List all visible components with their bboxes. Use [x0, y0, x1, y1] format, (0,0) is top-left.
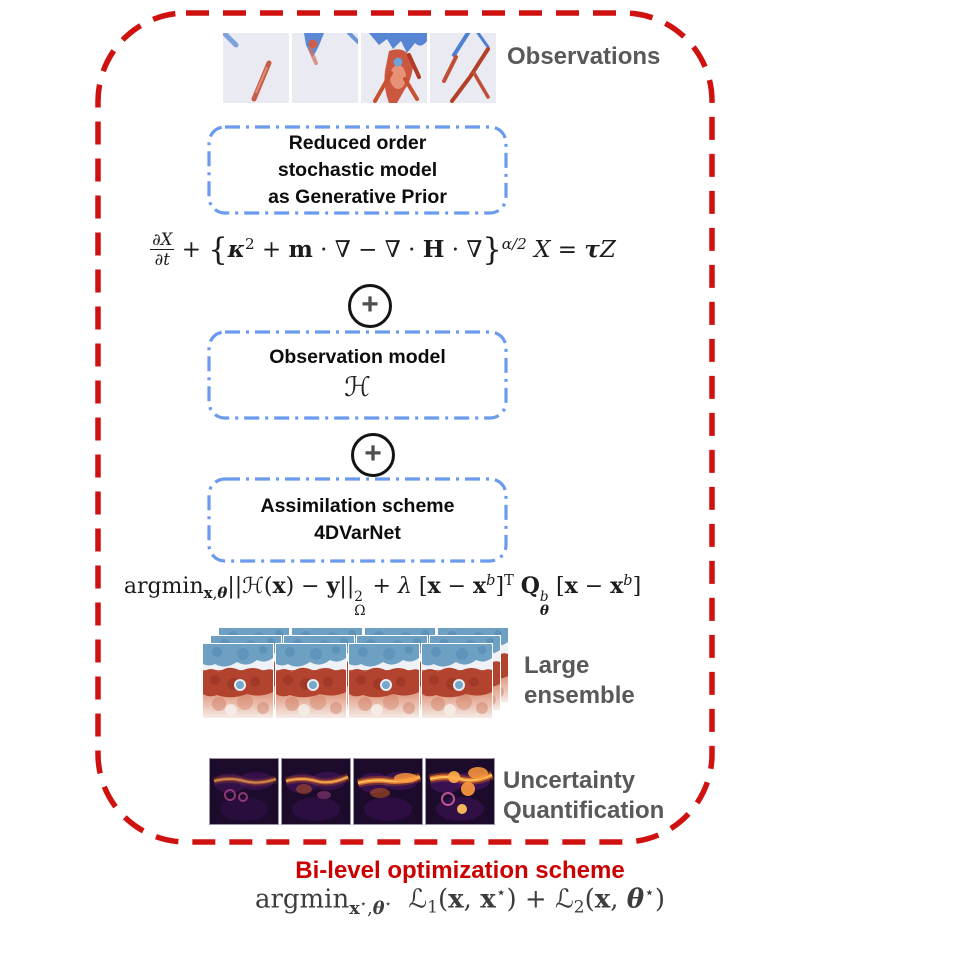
- bilevel-equation: argminx⋆,θ⋆ ℒ1(x, x⋆) + ℒ2(x, θ⋆): [254, 883, 666, 919]
- ensemble-stack-4: [421, 627, 511, 722]
- ensemble-stack-1: [202, 627, 292, 722]
- bilevel-title: Bi-level optimization scheme: [295, 857, 625, 884]
- uncertainty-map-1: [209, 758, 279, 825]
- ensemble-member-image: [275, 643, 347, 719]
- plus-icon: +: [364, 437, 382, 470]
- ensemble-stack-3: [348, 627, 438, 722]
- uncertainty-map-2: [281, 758, 351, 825]
- box-title: Observation model: [269, 346, 446, 368]
- box-line: as Generative Prior: [268, 186, 447, 208]
- observation-snapshot-2: [292, 33, 358, 103]
- uncertainty-label-line: Uncertainty: [503, 767, 636, 794]
- ensemble-label-line: Large: [524, 652, 590, 679]
- box-dashdot-border: [207, 125, 508, 215]
- observation-snapshot-1: [223, 33, 289, 103]
- box-line: 4DVarNet: [314, 522, 401, 544]
- plus-icon: +: [361, 288, 379, 321]
- observations-label: Observations: [507, 43, 661, 70]
- box-line: stochastic model: [277, 159, 438, 181]
- bilevel-dashed-border: [95, 10, 715, 845]
- ensemble-member-image: [202, 643, 274, 719]
- ensemble-label: Large ensemble: [524, 651, 635, 711]
- observation-snapshot-3: [361, 33, 427, 103]
- ensemble-label-line: ensemble: [524, 682, 635, 709]
- assimilation-box: Assimilation scheme 4DVarNet: [207, 477, 508, 563]
- spde-equation: ∂X∂t + {κ2 + m · ∇ − ∇ · H · ∇}α/2 X = τ…: [150, 230, 616, 270]
- uncertainty-map-3: [353, 758, 423, 825]
- plus-connector-2: +: [351, 433, 395, 477]
- observation-snapshot-4: [430, 33, 496, 103]
- observation-model-box: Observation model ℋ: [207, 330, 508, 420]
- plus-connector-1: +: [348, 284, 392, 328]
- box-dashdot-border: [207, 477, 508, 563]
- observation-operator-symbol: ℋ: [344, 372, 371, 403]
- uncertainty-label: Uncertainty Quantification: [503, 766, 664, 826]
- uncertainty-map-4: [425, 758, 495, 825]
- ensemble-member-image: [421, 643, 493, 719]
- uncertainty-label-line: Quantification: [503, 797, 665, 824]
- box-line: Assimilation scheme: [260, 495, 455, 517]
- box-dashdot-border: [207, 330, 508, 420]
- ensemble-member-image: [348, 643, 420, 719]
- generative-prior-box: Reduced order stochastic model as Genera…: [207, 125, 508, 215]
- box-line: Reduced order: [288, 132, 427, 154]
